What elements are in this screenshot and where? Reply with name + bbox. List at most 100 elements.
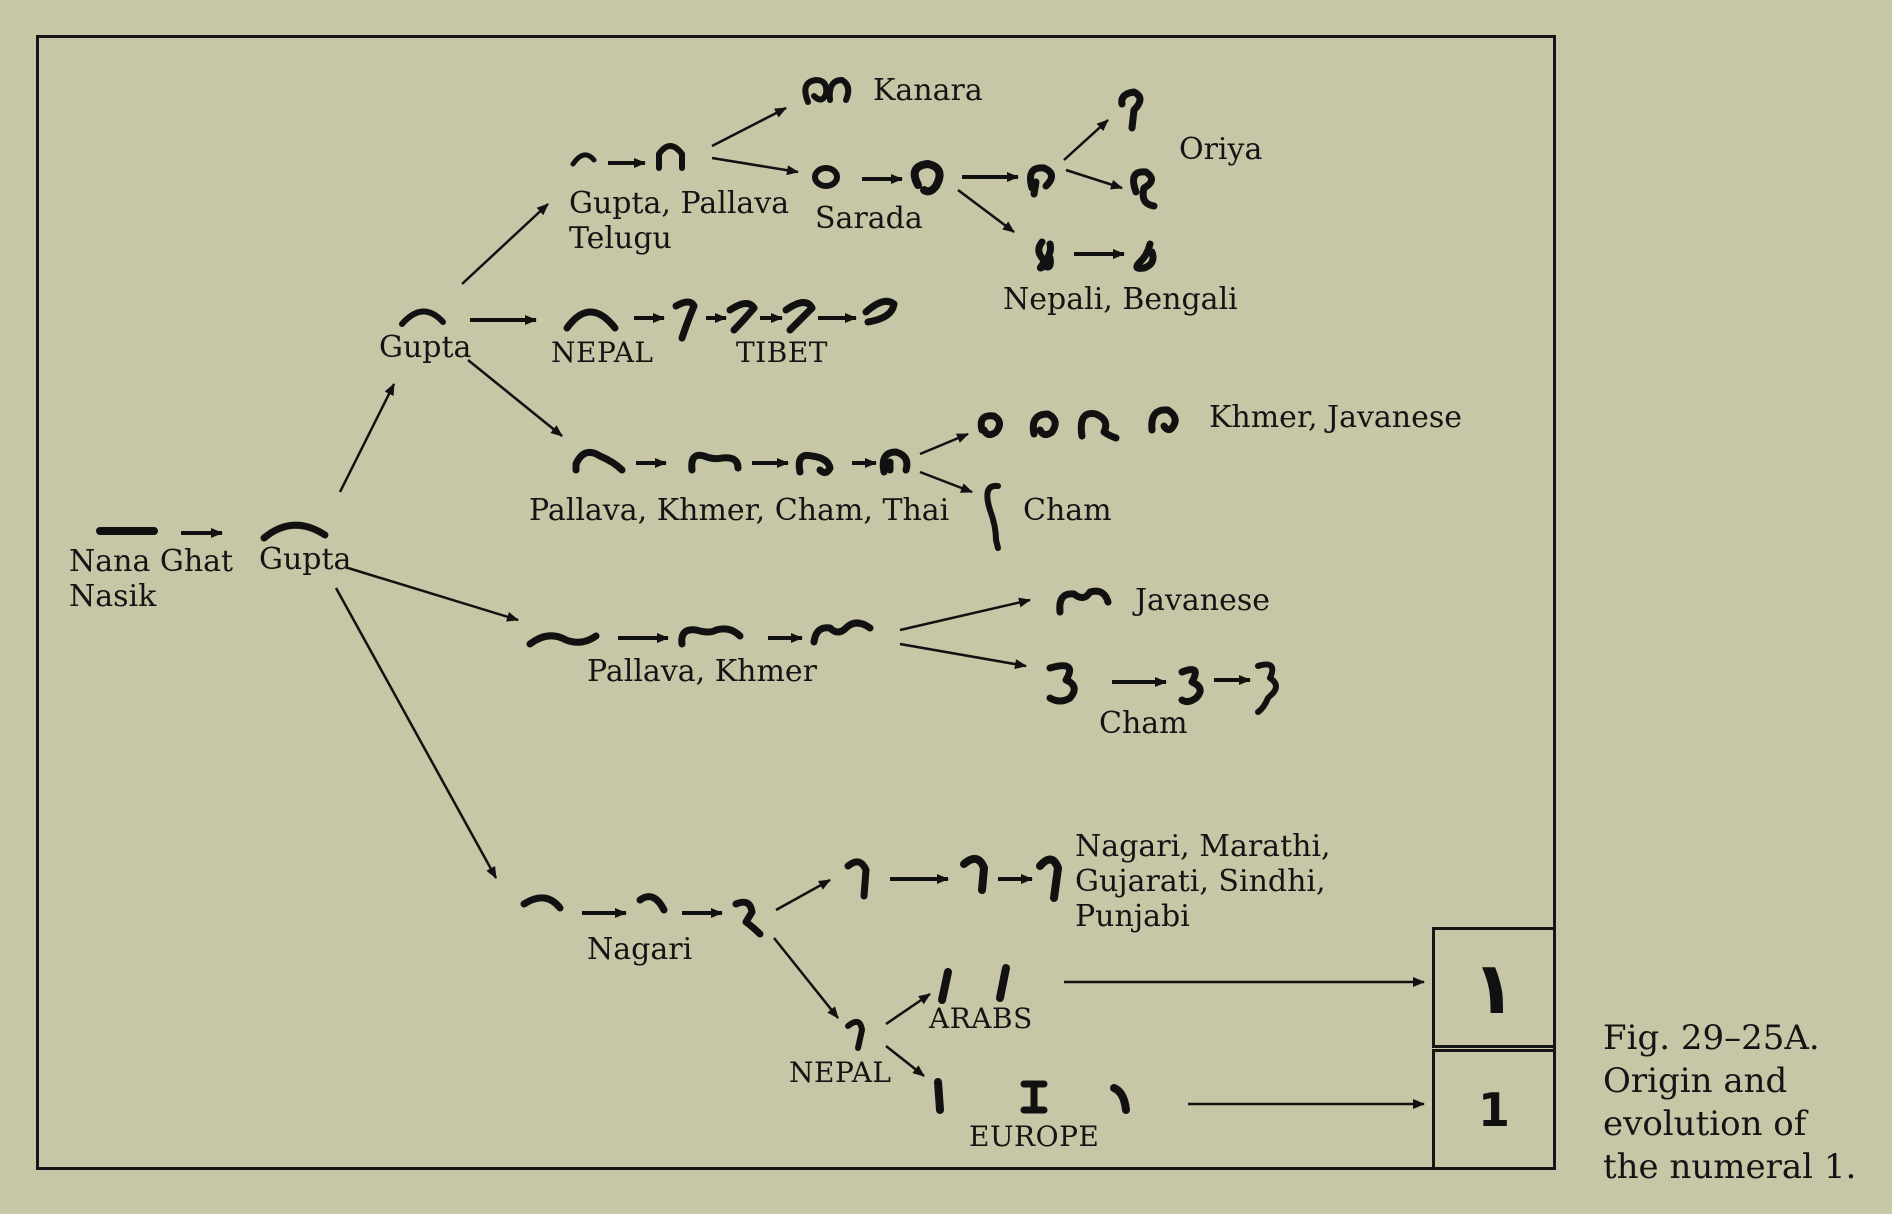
glyph-pk-2	[678, 625, 744, 648]
arrow-pk-javanese	[899, 597, 1031, 632]
label-nana-ghat: Nana Ghat	[69, 544, 234, 579]
glyph-cham-upper	[984, 482, 1001, 551]
glyph-gupta-upper	[399, 308, 446, 327]
glyph-sarada-1	[812, 165, 840, 189]
glyph-arabs-2	[996, 964, 1010, 1002]
arrow-nepal-arabs	[885, 992, 931, 1026]
result-box-arabic: ١	[1432, 927, 1556, 1048]
glyph-cham-lower-2	[1178, 666, 1204, 706]
glyph-pkct-4	[879, 448, 911, 476]
arrow-root-pk	[347, 566, 519, 622]
glyph-tibet-1	[726, 300, 758, 334]
arrow-sarada-oriya1	[1063, 119, 1109, 161]
label-oriya: Oriya	[1179, 132, 1263, 167]
glyph-pk-1	[526, 632, 600, 648]
arrow-nepal-europe	[885, 1045, 925, 1077]
glyph-pk-3	[810, 619, 874, 646]
glyph-nagari-4	[844, 858, 870, 900]
label-pallava-khmer: Pallava, Khmer	[587, 654, 817, 689]
glyph-nepal-2	[672, 298, 698, 342]
arrow-gp-sarada	[711, 156, 799, 176]
label-telugu: Telugu	[569, 221, 672, 256]
label-gupta-pallava: Gupta, Pallava	[569, 186, 790, 221]
arrow-upper-pkct	[467, 359, 563, 437]
glyph-kanara	[802, 77, 852, 105]
diagram-frame	[36, 35, 1556, 1170]
label-kanara: Kanara	[873, 73, 983, 108]
glyph-sarada-3	[1027, 164, 1055, 198]
label-khmer-javanese: Khmer, Javanese	[1209, 400, 1463, 435]
label-sarada: Sarada	[815, 201, 923, 236]
glyph-kj-2	[1029, 410, 1059, 439]
glyph-europe-2	[1020, 1080, 1048, 1114]
label-punjabi: Punjabi	[1075, 899, 1190, 934]
glyph-europe-3	[1110, 1084, 1130, 1114]
label-tibet: TIBET	[736, 336, 828, 369]
glyph-nagari-5	[960, 854, 988, 894]
glyph-pkct-1	[572, 448, 626, 474]
glyph-europe-1	[934, 1078, 944, 1114]
glyph-pkct-2	[688, 451, 742, 474]
label-nagari-marathi: Nagari, Marathi,	[1075, 829, 1331, 864]
arrow-root-nagari	[334, 587, 498, 879]
modern-numeral-one: 1	[1477, 1082, 1510, 1137]
glyph-gupta-pallava-1	[570, 152, 597, 167]
label-arabs: ARABS	[929, 1002, 1033, 1035]
label-cham-lower: Cham	[1099, 706, 1188, 741]
glyph-nagari-2	[636, 893, 668, 914]
label-europe: EUROPE	[969, 1120, 1100, 1153]
label-gupta-upper: Gupta	[379, 330, 472, 365]
label-gupta-root: Gupta	[259, 542, 352, 577]
glyph-cham-lower-3	[1255, 661, 1279, 715]
glyph-nagari-6	[1036, 855, 1062, 902]
glyph-arabs-1	[938, 968, 952, 1004]
glyph-tibet-3	[862, 297, 898, 326]
glyph-nepal-lower	[845, 1018, 865, 1051]
glyph-kj-4	[1148, 406, 1179, 434]
evolution-arrows	[181, 106, 1425, 1109]
arrow-nagari-nepal	[773, 937, 839, 1019]
arrow-sarada-oriya2	[1065, 168, 1123, 190]
caption-line-2: Origin and	[1603, 1061, 1788, 1101]
label-gujarati-sindhi: Gujarati, Sindhi,	[1075, 864, 1326, 899]
result-box-european: 1	[1432, 1049, 1556, 1170]
glyph-gupta-root	[260, 521, 329, 542]
caption-line-3: evolution of	[1603, 1104, 1807, 1144]
glyph-nepali-1	[1035, 238, 1054, 272]
glyph-oriya-1	[1118, 88, 1144, 132]
arrow-root-upper	[338, 383, 396, 493]
figure-caption: Fig. 29–25A. Origin and evolution of the…	[1603, 1017, 1856, 1189]
arrow-gp-kanara	[711, 106, 787, 148]
glyph-kj-3	[1077, 409, 1120, 442]
glyph-pkct-3	[795, 451, 834, 477]
glyph-cham-lower-1	[1046, 662, 1078, 705]
label-pallava-khmer-cham-thai: Pallava, Khmer, Cham, Thai	[529, 493, 950, 528]
arrow-sarada-nepali	[957, 189, 1015, 233]
caption-line-1: Fig. 29–25A.	[1603, 1018, 1820, 1058]
label-cham-upper: Cham	[1023, 493, 1112, 528]
label-nepali-bengali: Nepali, Bengali	[1003, 282, 1238, 317]
glyph-javanese	[1056, 587, 1112, 616]
label-nagari: Nagari	[587, 932, 693, 967]
label-nepal-lower: NEPAL	[789, 1056, 892, 1089]
arrow-upper-guptapallava	[461, 203, 549, 285]
glyph-kj-1	[977, 412, 1003, 439]
glyph-nagari-3	[732, 898, 764, 938]
arrow-pk-cham	[899, 642, 1027, 670]
label-javanese: Javanese	[1135, 583, 1270, 618]
glyph-nepali-2	[1133, 240, 1157, 272]
glyph-sarada-2	[910, 160, 944, 196]
arabic-numeral-one: ١	[1472, 945, 1516, 1030]
arrow-pkct-khmer	[919, 432, 969, 456]
glyph-nepal-1	[563, 308, 619, 332]
glyph-nagari-1	[520, 894, 564, 912]
arrow-nagari-up	[775, 878, 831, 912]
label-nepal-upper: NEPAL	[551, 336, 654, 369]
label-nasik: Nasik	[69, 579, 157, 614]
arrow-pkct-cham	[919, 470, 973, 494]
numeral-glyphs	[96, 77, 1279, 1114]
glyph-oriya-2	[1130, 168, 1158, 210]
glyph-tibet-2	[782, 299, 816, 334]
